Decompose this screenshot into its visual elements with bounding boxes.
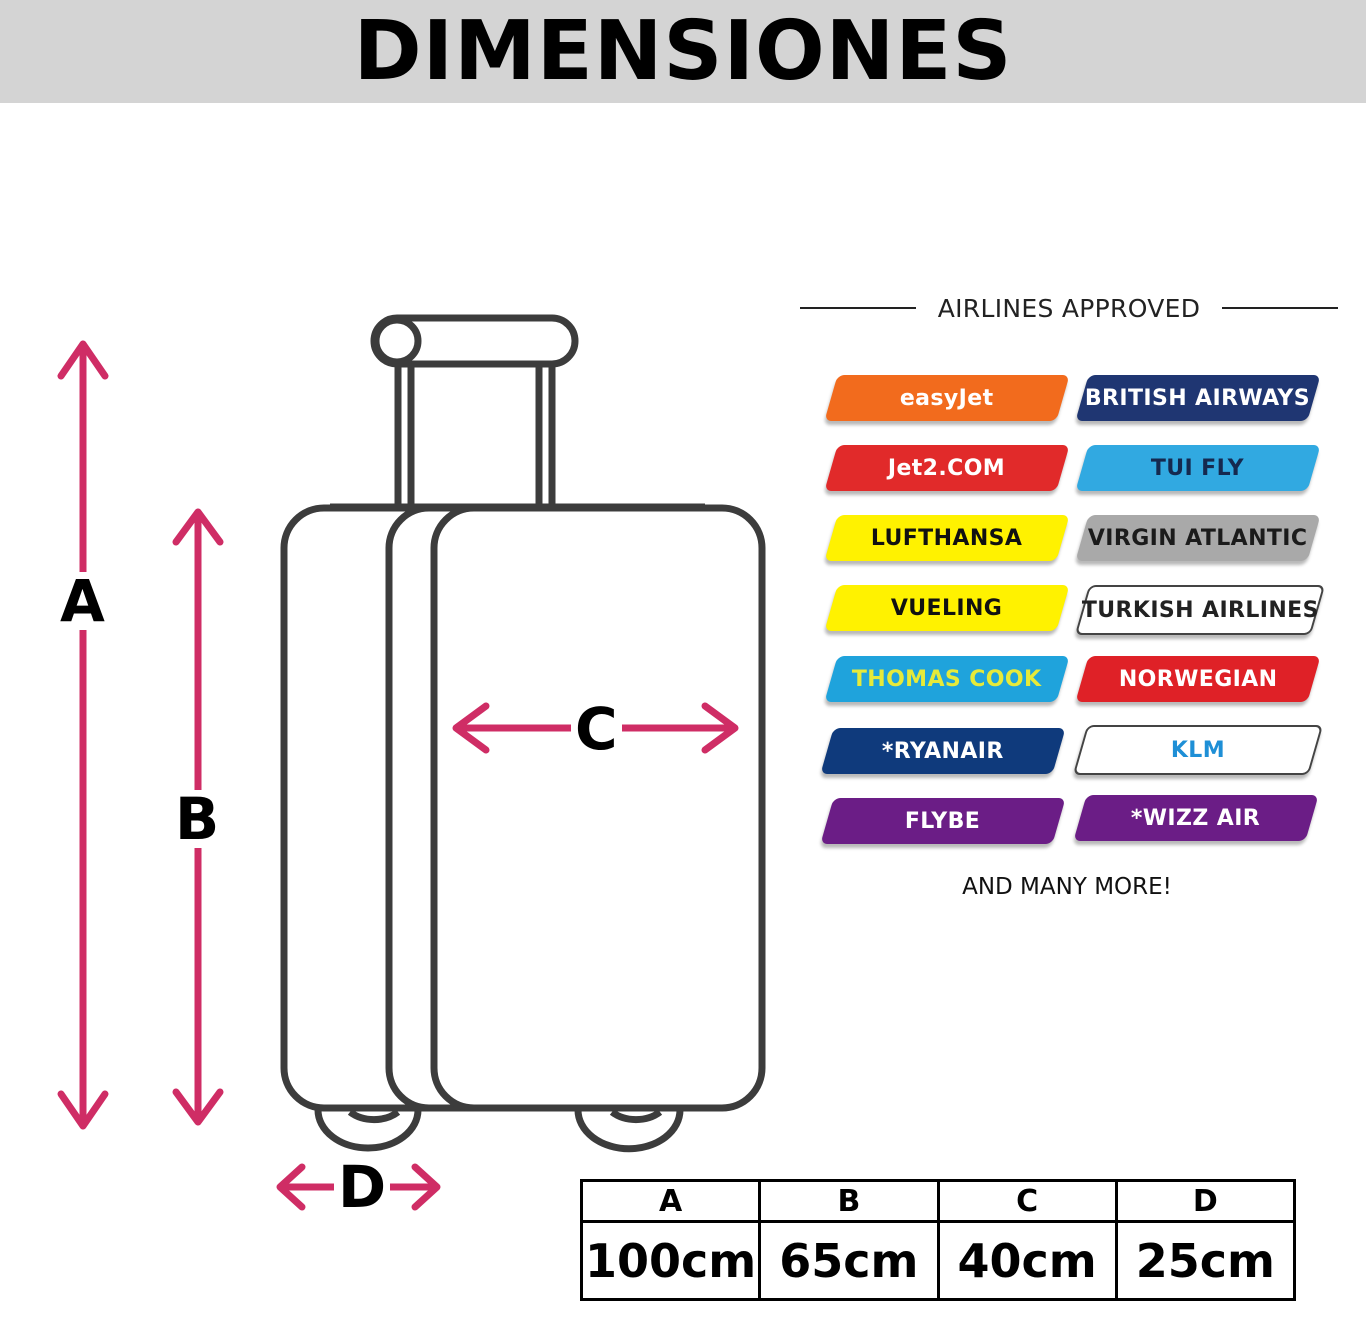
airline-badge-thomas-cook: THOMAS COOK	[824, 656, 1070, 702]
and-many-more: AND MANY MORE!	[962, 874, 1172, 900]
heading-rule-left	[800, 307, 916, 309]
title-bar: DIMENSIONES	[0, 0, 1366, 103]
table-value-d: 25cm	[1114, 1220, 1297, 1301]
table-value-c: 40cm	[936, 1220, 1118, 1301]
dimensions-table: A B C D 100cm 65cm 40cm 25cm	[579, 1179, 1297, 1301]
table-row: 100cm 65cm 40cm 25cm	[579, 1220, 1297, 1301]
heading-rule-right	[1222, 307, 1339, 309]
airline-badge-easyjet: easyJet	[824, 375, 1070, 421]
handle	[370, 314, 579, 510]
table-header-d: D	[1114, 1179, 1297, 1223]
airline-badge-ryanair: *RYANAIR	[820, 728, 1066, 774]
airlines-heading-text: AIRLINES APPROVED	[937, 293, 1201, 323]
label-c: C	[571, 700, 622, 758]
table-header-b: B	[758, 1179, 940, 1223]
table-value-a: 100cm	[579, 1220, 762, 1301]
airlines-heading: AIRLINES APPROVED	[800, 290, 1339, 326]
arrow-a	[57, 340, 109, 1130]
airline-badge-virgin-atlantic: VIRGIN ATLANTIC	[1075, 515, 1321, 561]
airline-badge-lufthansa: LUFTHANSA	[824, 515, 1070, 561]
airline-badge-jet2: Jet2.COM	[824, 445, 1070, 491]
airline-badge-vueling: VUELING	[824, 585, 1070, 631]
airline-badge-norwegian: NORWEGIAN	[1075, 656, 1321, 702]
airline-badge-turkish-airlines: TURKISH AIRLINES	[1074, 585, 1326, 635]
airline-badge-klm: KLM	[1072, 725, 1324, 775]
airline-badge-flybe: FLYBE	[820, 798, 1066, 844]
suitcase-body	[280, 503, 766, 1112]
page-title: DIMENSIONES	[353, 3, 1013, 99]
table-header-a: A	[579, 1179, 762, 1223]
airline-badge-tui-fly: TUI FLY	[1075, 445, 1321, 491]
wheels	[314, 1109, 684, 1153]
airline-badge-british-airways: BRITISH AIRWAYS	[1075, 375, 1321, 421]
table-value-b: 65cm	[758, 1220, 940, 1301]
table-header-row: A B C D	[579, 1179, 1297, 1223]
label-b: B	[171, 790, 224, 848]
airline-badge-wizz-air: *WIZZ AIR	[1073, 795, 1319, 841]
table-header-c: C	[936, 1179, 1118, 1223]
label-a: A	[56, 572, 109, 630]
label-d: D	[334, 1158, 391, 1216]
